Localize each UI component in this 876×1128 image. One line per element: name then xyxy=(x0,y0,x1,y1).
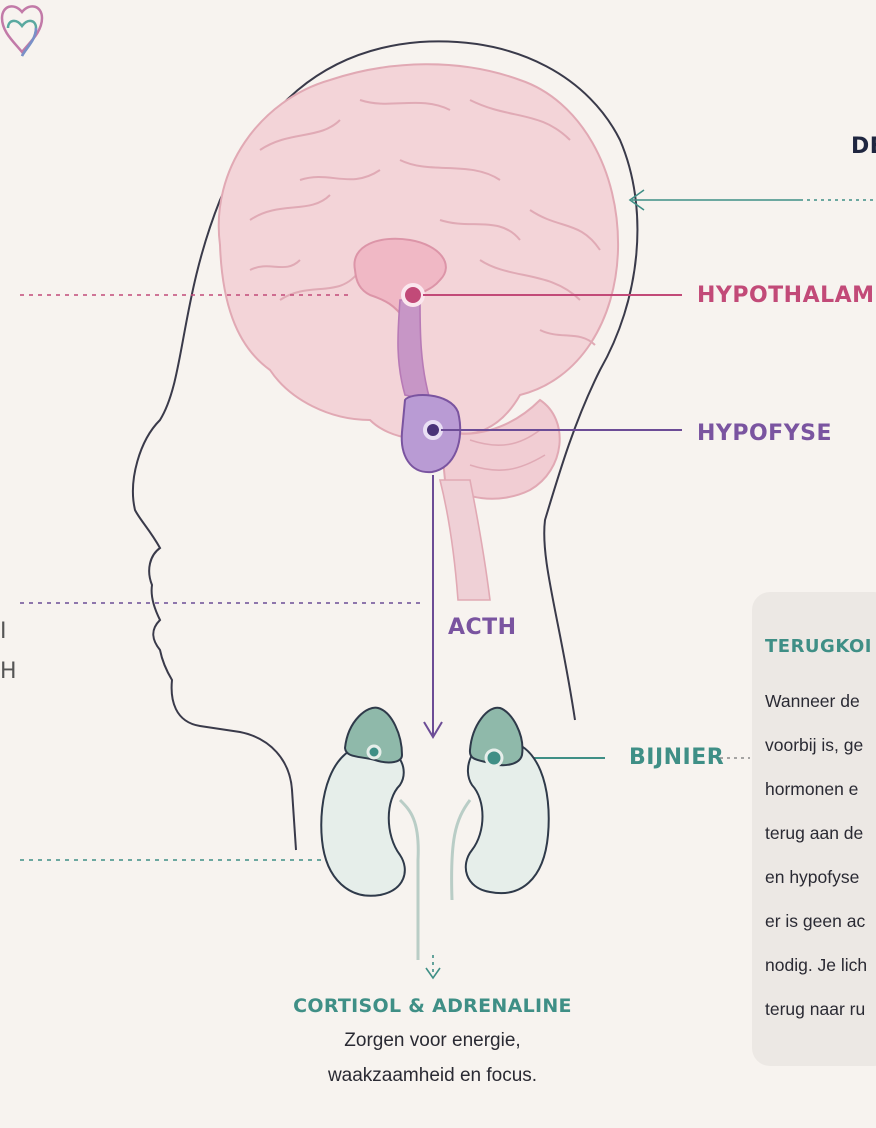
cortisol-line-1: Zorgen voor energie, xyxy=(250,1030,615,1052)
bijnier-label: BIJNIER xyxy=(629,745,724,770)
feedback-line-5: en hypofyse xyxy=(765,867,859,888)
right-adrenal-node xyxy=(486,750,502,766)
left-text-fragment-2: H xyxy=(0,659,17,684)
hypothalamus-node xyxy=(403,285,423,305)
feedback-line-1: Wanneer de xyxy=(765,691,860,712)
left-text-fragment-1: I xyxy=(0,619,7,644)
cortisol-title: CORTISOL & ADRENALINE xyxy=(250,995,615,1017)
hypofyse-label: HYPOFYSE xyxy=(697,421,832,446)
heart-logo-icon xyxy=(2,6,42,56)
feedback-line-6: er is geen ac xyxy=(765,911,865,932)
cortisol-caption: CORTISOL & ADRENALINE Zorgen voor energi… xyxy=(250,995,615,1087)
left-adrenal-node xyxy=(368,746,380,758)
feedback-title: TERUGKOI xyxy=(765,636,872,657)
hypofyse-node xyxy=(425,422,441,438)
brain xyxy=(219,64,618,600)
feedback-line-7: nodig. Je lich xyxy=(765,955,867,976)
feedback-line-2: voorbij is, ge xyxy=(765,735,863,756)
hypothalamus-label: HYPOTHALAMUS xyxy=(697,283,876,308)
top-right-title-fragment: DE xyxy=(851,134,876,159)
feedback-line-4: terug aan de xyxy=(765,823,863,844)
feedback-line-8: terug naar ru xyxy=(765,999,865,1020)
left-kidney xyxy=(321,745,418,960)
cortisol-line-2: waakzaamheid en focus. xyxy=(250,1065,615,1087)
feedback-line-3: hormonen e xyxy=(765,779,858,800)
acth-label: ACTH xyxy=(448,615,517,640)
